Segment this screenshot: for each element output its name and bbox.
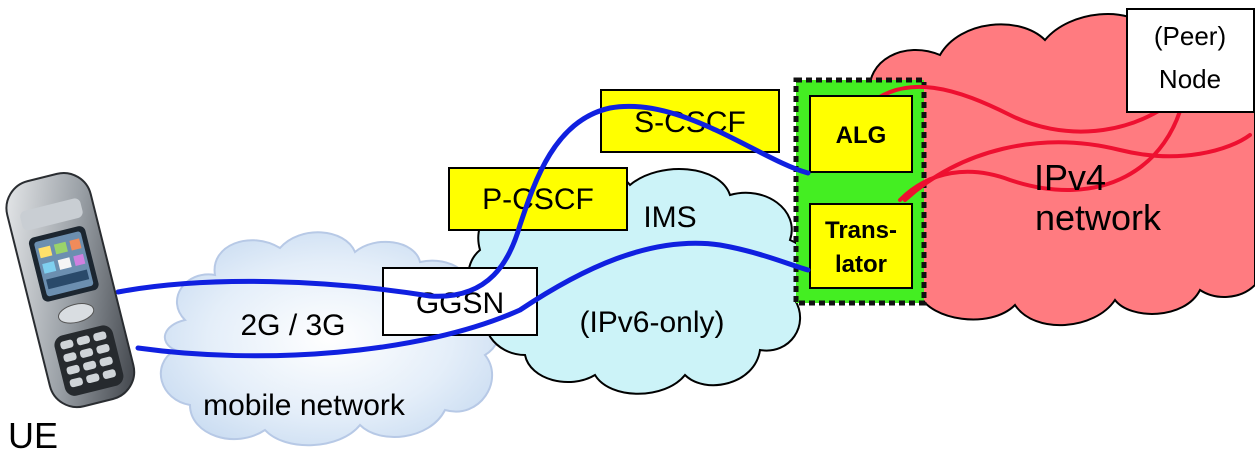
ipv4-label-line1: IPv4 xyxy=(1034,157,1106,198)
ipv6-path-ue-to-translator xyxy=(135,240,811,359)
ipv6-path-lines xyxy=(115,103,811,359)
ipv4-label-line2: network xyxy=(1035,197,1162,238)
ims-sublabel: (IPv6-only) xyxy=(579,306,724,339)
mobile-network-label-bottom: mobile network xyxy=(203,389,406,422)
translator-box: Trans- lator xyxy=(809,203,913,289)
peer-node-box: (Peer) Node xyxy=(1126,8,1255,113)
ipv4-path-alg-to-peer xyxy=(863,84,1187,134)
ue-label: UE xyxy=(8,415,58,456)
alg-box: ALG xyxy=(809,95,913,173)
peer-node-label-line2: Node xyxy=(1159,64,1221,94)
translator-label-line1: Trans- xyxy=(825,217,897,244)
ipv4-path-lines xyxy=(863,84,1252,202)
mobile-phone-icon xyxy=(5,172,136,409)
ims-label: IMS xyxy=(643,201,696,234)
ipv6-path-ue-to-alg xyxy=(115,103,811,299)
translator-label-line2: lator xyxy=(835,251,887,278)
peer-node-label-line1: (Peer) xyxy=(1154,21,1226,51)
p-cscf-label: P-CSCF xyxy=(482,183,594,216)
ipv4-path-lower xyxy=(903,133,1252,202)
ggsn-box: GGSN xyxy=(382,267,538,336)
mobile-network-label-top: 2G / 3G xyxy=(240,309,345,342)
alg-label: ALG xyxy=(836,122,887,149)
